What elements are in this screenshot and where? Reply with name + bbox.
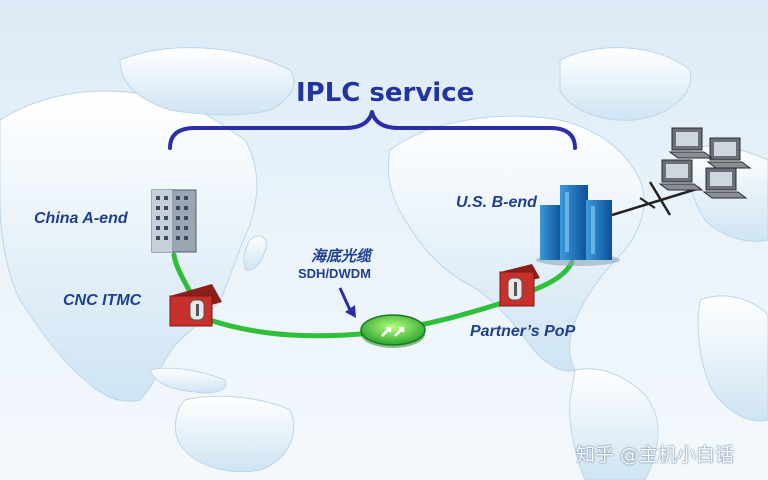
world-map-landmasses <box>0 47 768 480</box>
cnc-itmc-label: CNC ITMC <box>63 292 142 309</box>
link-a-end-to-itmc <box>171 252 193 295</box>
china-a-end-label: China A-end <box>34 210 128 227</box>
partner-pop-firewall-icon <box>499 264 540 307</box>
iplc-service-brace <box>168 110 577 150</box>
us-b-end-label: U.S. B-end <box>456 194 537 211</box>
submarine-cable-label: 海底光缆 <box>311 248 372 265</box>
greenland-landmass <box>559 47 692 121</box>
iplc-service-title: IPLC service <box>296 78 475 108</box>
australia-landmass <box>174 395 295 473</box>
cable-pointer-arrow-icon <box>338 287 356 318</box>
south-america-landmass <box>569 368 659 480</box>
sdh-dwdm-node-icon <box>360 314 426 348</box>
japan-island <box>243 235 267 271</box>
us-office-buildings-icon <box>536 185 620 266</box>
sdh-dwdm-label: SDH/DWDM <box>298 266 371 281</box>
partner-pop-label: Partner’s PoP <box>470 323 576 340</box>
north-america-landmass <box>387 115 645 372</box>
siberia-landmass <box>119 47 295 116</box>
china-office-building-icon <box>151 189 197 253</box>
indonesia-islands <box>149 367 227 394</box>
submarine-cable-link <box>201 297 515 339</box>
asia-landmass <box>0 90 258 402</box>
customer-lan-computers-icon <box>611 127 752 217</box>
zhihu-watermark: 知乎 @主机小白话 <box>576 444 735 466</box>
cnc-itmc-firewall-icon <box>169 284 222 327</box>
africa-landmass <box>697 295 768 422</box>
